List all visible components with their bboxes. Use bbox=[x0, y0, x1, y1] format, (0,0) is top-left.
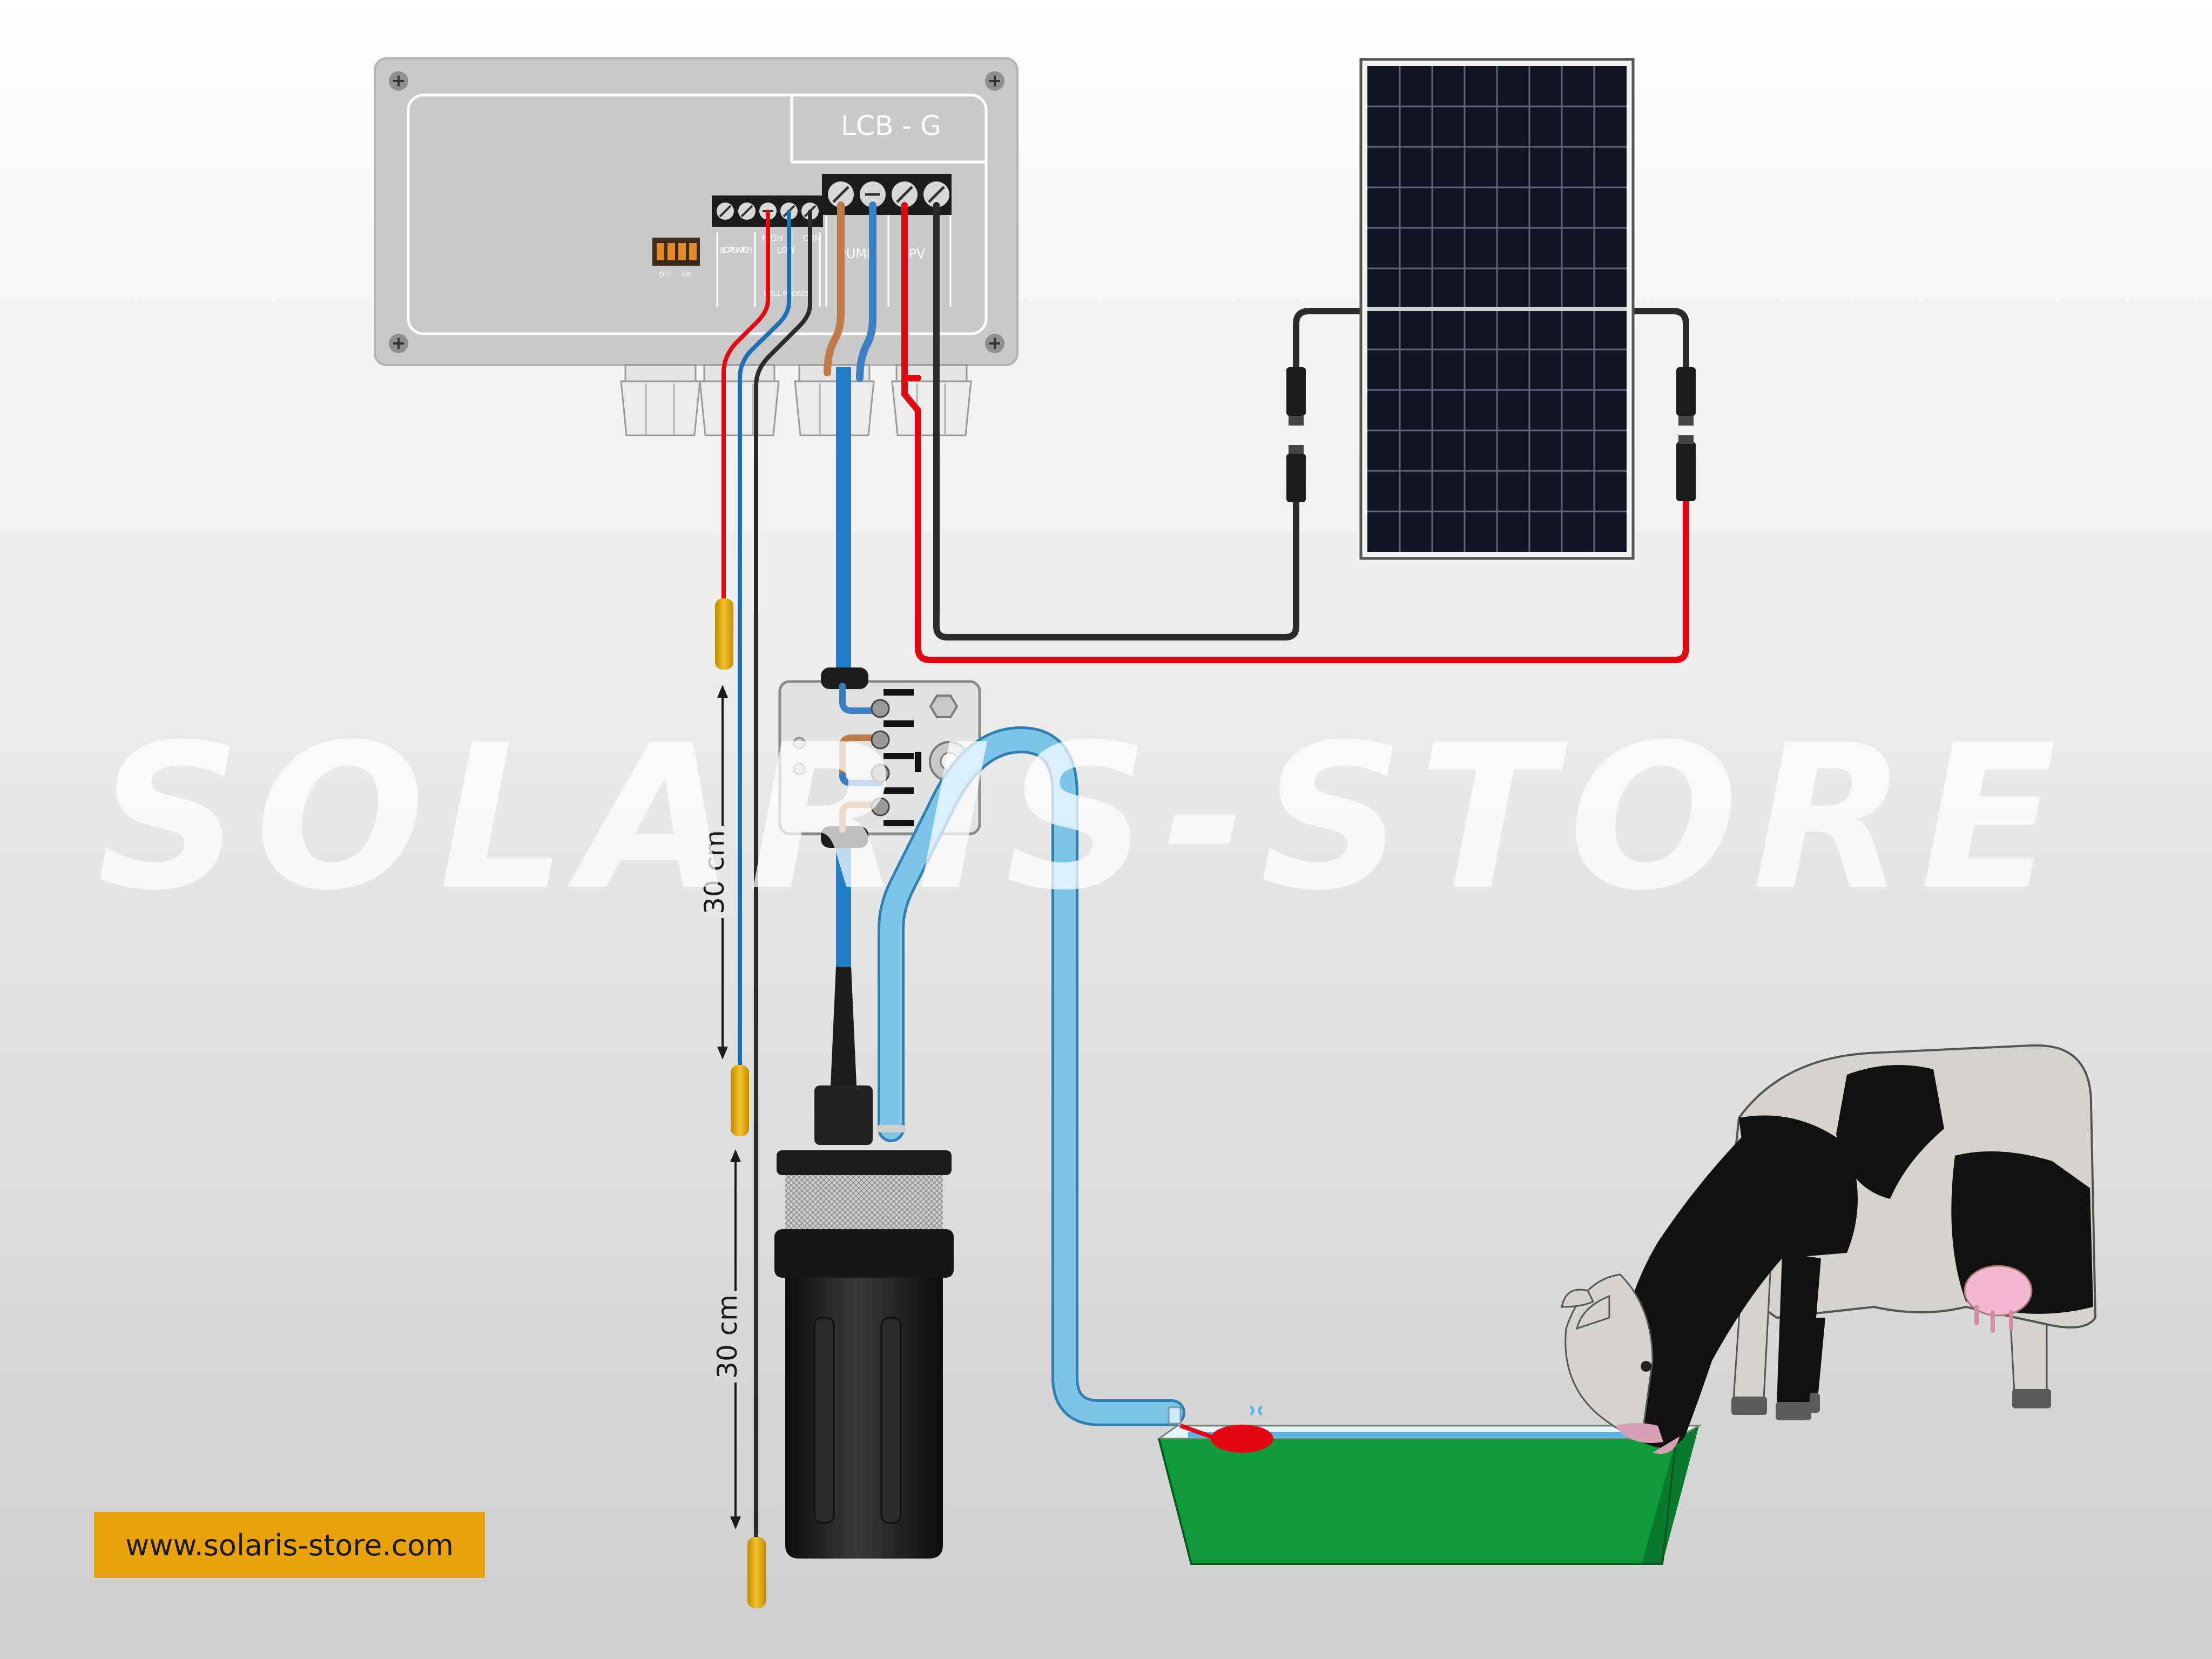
low-label: LOW bbox=[777, 245, 796, 255]
water-hose bbox=[876, 726, 1185, 1426]
submersible-pump-icon bbox=[774, 967, 954, 1559]
water-trough-icon bbox=[1156, 1405, 1702, 1565]
dimension-lower-label: 30 cm bbox=[712, 1294, 743, 1379]
high-label: HIGH bbox=[762, 233, 783, 243]
pump-wires bbox=[824, 201, 876, 382]
well-probes-label: WELL PROBES bbox=[763, 290, 809, 298]
float-switch-label: FLOAT SWITCH bbox=[720, 245, 752, 255]
dimension-upper-label: 30 cm bbox=[699, 830, 730, 914]
cow-icon bbox=[1561, 1044, 2097, 1454]
pv-cables bbox=[901, 202, 1689, 663]
dip-on-label: ON bbox=[682, 271, 692, 278]
mc4-connector-icon bbox=[1286, 367, 1696, 502]
controller-model-label: LCB - G bbox=[841, 110, 941, 141]
screw-icon bbox=[389, 71, 1004, 353]
junction-box-icon bbox=[778, 667, 981, 848]
float-sensor-icon bbox=[715, 598, 766, 1608]
solar-panel-icon bbox=[1359, 58, 1635, 560]
controller-box: LCB - G OFF ON FLOAT SWITCH HIGH bbox=[374, 57, 1019, 366]
pv-label: PV bbox=[909, 246, 926, 261]
dip-off-label: OFF bbox=[659, 271, 671, 278]
dip-switch: OFF ON bbox=[652, 238, 700, 278]
cable-glands bbox=[620, 364, 972, 436]
sensor-wires bbox=[721, 210, 812, 1547]
website-badge[interactable]: www.solaris-store.com bbox=[94, 1512, 485, 1578]
